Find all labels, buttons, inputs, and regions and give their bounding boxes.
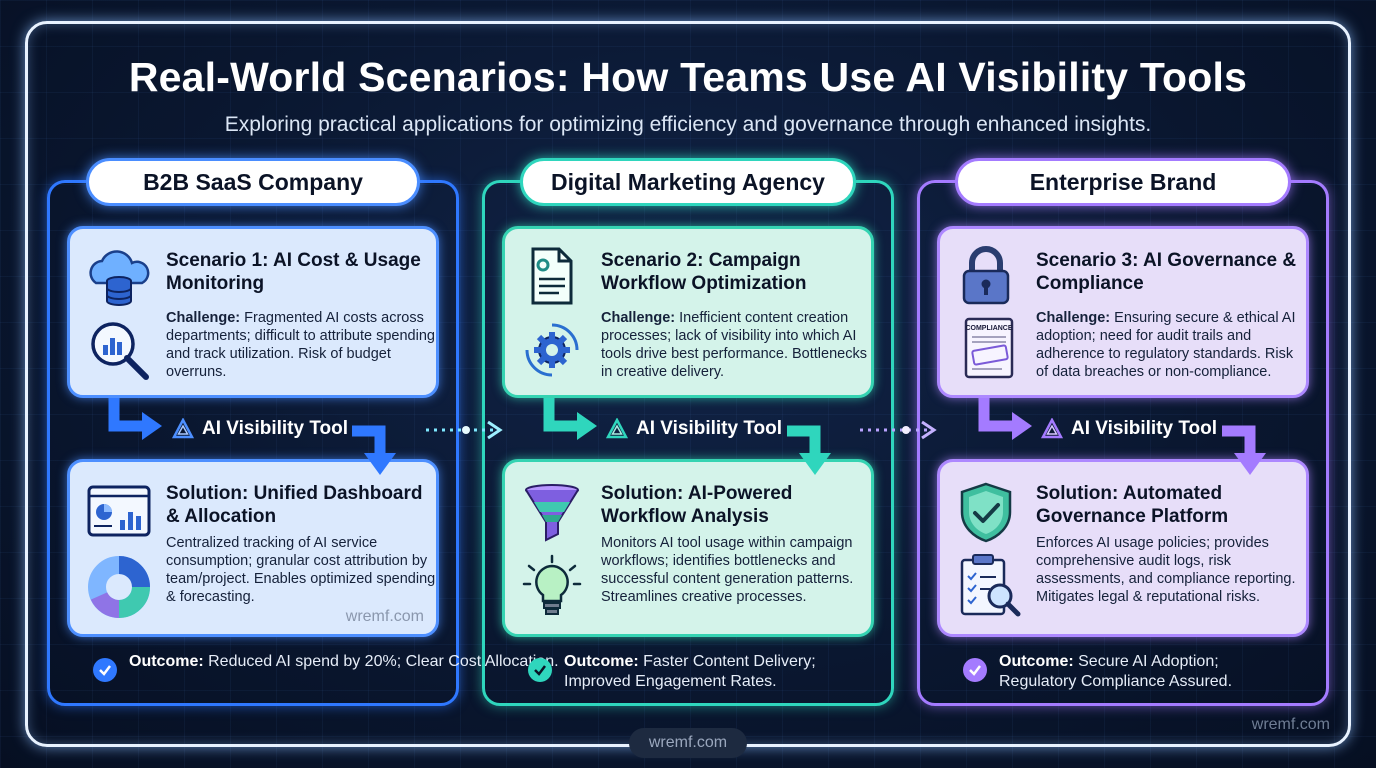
outcome-text: Outcome: Faster Content Delivery; Improv…: [564, 652, 848, 692]
scenario-card-2: Scenario 2: Campaign Workflow Optimizati…: [502, 226, 874, 398]
header-b2b-saas: B2B SaaS Company: [86, 158, 420, 206]
outcome-label: Outcome:: [129, 653, 204, 670]
card-watermark: wremf.com: [345, 608, 424, 625]
ai-visibility-tool-label-2: AI Visibility Tool: [606, 418, 782, 440]
panel-connector-1: [426, 420, 503, 440]
solution-text: Enforces AI usage policies; provides com…: [1036, 535, 1296, 605]
donut-chart-icon: [88, 556, 150, 618]
ai-tool-triangle-icon: [1041, 418, 1063, 439]
scenario-card-1: Scenario 1: AI Cost & Usage Monitoring C…: [67, 226, 439, 398]
solution-text: Monitors AI tool usage within campaign w…: [601, 535, 854, 605]
challenge-label: Challenge:: [166, 310, 241, 326]
outcome-label: Outcome:: [999, 653, 1074, 670]
challenge-text: Challenge: Inefficient content creation …: [601, 309, 873, 381]
ai-tool-triangle-icon: [606, 418, 628, 439]
check-circle-icon: [528, 658, 552, 682]
outcome-description: Secure AI Adoption; Regulatory Complianc…: [999, 653, 1233, 690]
page-subtitle: Exploring practical applications for opt…: [224, 113, 1152, 136]
funnel-icon: [525, 484, 579, 542]
outcome-text: Outcome: Secure AI Adoption; Regulatory …: [999, 652, 1253, 692]
page-title: Real-World Scenarios: How Teams Use AI V…: [128, 54, 1248, 100]
gear-cycle-icon: [525, 323, 579, 377]
outcome-3: Outcome: Secure AI Adoption; Regulatory …: [963, 652, 1253, 692]
scenario-card-3: COMPLIANCE Scenario 3: AI Governance & C…: [937, 226, 1309, 398]
magnifier-chart-icon: [91, 322, 149, 380]
check-circle-icon: [93, 658, 117, 682]
compliance-doc-label: COMPLIANCE: [965, 325, 1012, 332]
dashboard-icon: [87, 485, 151, 537]
challenge-text: Challenge: Ensuring secure & ethical AI …: [1036, 309, 1308, 381]
flow-arrow-out-1: [352, 425, 396, 475]
scenario-title: Scenario 1: AI Cost & Usage Monitoring: [166, 250, 421, 294]
challenge-text: Challenge: Fragmented AI costs across de…: [166, 309, 438, 381]
ai-tool-text: AI Visibility Tool: [202, 418, 349, 439]
ai-visibility-tool-label-3: AI Visibility Tool: [1041, 418, 1217, 440]
solution-title: Solution: Unified Dashboard & Allocation: [166, 483, 423, 527]
bottom-watermark: wremf.com: [629, 728, 747, 758]
clipboard-search-icon: [960, 554, 1021, 617]
solution-title: Solution: AI-Powered Workflow Analysis: [601, 483, 793, 527]
challenge-label: Challenge:: [601, 310, 676, 326]
outcome-1: Outcome: Reduced AI spend by 20%; Clear …: [93, 652, 559, 682]
flow-arrow-in-2: [543, 398, 597, 440]
padlock-icon: [962, 246, 1010, 305]
ai-tool-triangle-icon: [172, 418, 194, 439]
corner-watermark: wremf.com: [1251, 716, 1330, 733]
flow-arrow-out-2: [787, 425, 831, 475]
flow-arrow-out-3: [1222, 425, 1266, 475]
header-enterprise-brand: Enterprise Brand: [955, 158, 1291, 206]
ai-tool-text: AI Visibility Tool: [1071, 418, 1218, 439]
solution-title: Solution: Automated Governance Platform: [1036, 483, 1229, 527]
challenge-description: Fragmented AI costs across departments; …: [166, 310, 435, 380]
challenge-label: Challenge:: [1036, 310, 1111, 326]
outcome-description: Faster Content Delivery; Improved Engage…: [564, 653, 816, 690]
header-marketing-agency: Digital Marketing Agency: [520, 158, 856, 206]
challenge-description: Ensuring secure & ethical AI adoption; n…: [1036, 310, 1296, 380]
shield-check-icon: [960, 482, 1012, 543]
solution-card-3: Solution: Automated Governance Platform …: [937, 459, 1309, 637]
compliance-document-icon: COMPLIANCE: [964, 317, 1014, 379]
solution-card-1: Solution: Unified Dashboard & Allocation…: [67, 459, 439, 637]
document-gear-icon: [531, 247, 573, 305]
cloud-database-icon: [89, 250, 150, 306]
outcome-label: Outcome:: [564, 653, 639, 670]
lightbulb-icon: [522, 554, 582, 615]
scenario-title: Scenario 3: AI Governance & Compliance: [1036, 250, 1297, 294]
outcome-2: Outcome: Faster Content Delivery; Improv…: [528, 652, 848, 692]
flow-arrow-in-3: [978, 398, 1032, 440]
outcome-description: Reduced AI spend by 20%; Clear Cost Allo…: [208, 653, 559, 670]
solution-card-2: Solution: AI-Powered Workflow Analysis M…: [502, 459, 874, 637]
challenge-description: Inefficient content creation processes; …: [601, 310, 867, 380]
outcome-text: Outcome: Reduced AI spend by 20%; Clear …: [129, 652, 559, 672]
panel-connector-2: [860, 420, 937, 440]
flow-arrow-in-1: [108, 398, 162, 440]
check-circle-icon: [963, 658, 987, 682]
solution-text: Centralized tracking of AI service consu…: [166, 535, 436, 605]
ai-visibility-tool-label-1: AI Visibility Tool: [172, 418, 348, 440]
ai-tool-text: AI Visibility Tool: [636, 418, 783, 439]
scenario-title: Scenario 2: Campaign Workflow Optimizati…: [601, 250, 807, 294]
